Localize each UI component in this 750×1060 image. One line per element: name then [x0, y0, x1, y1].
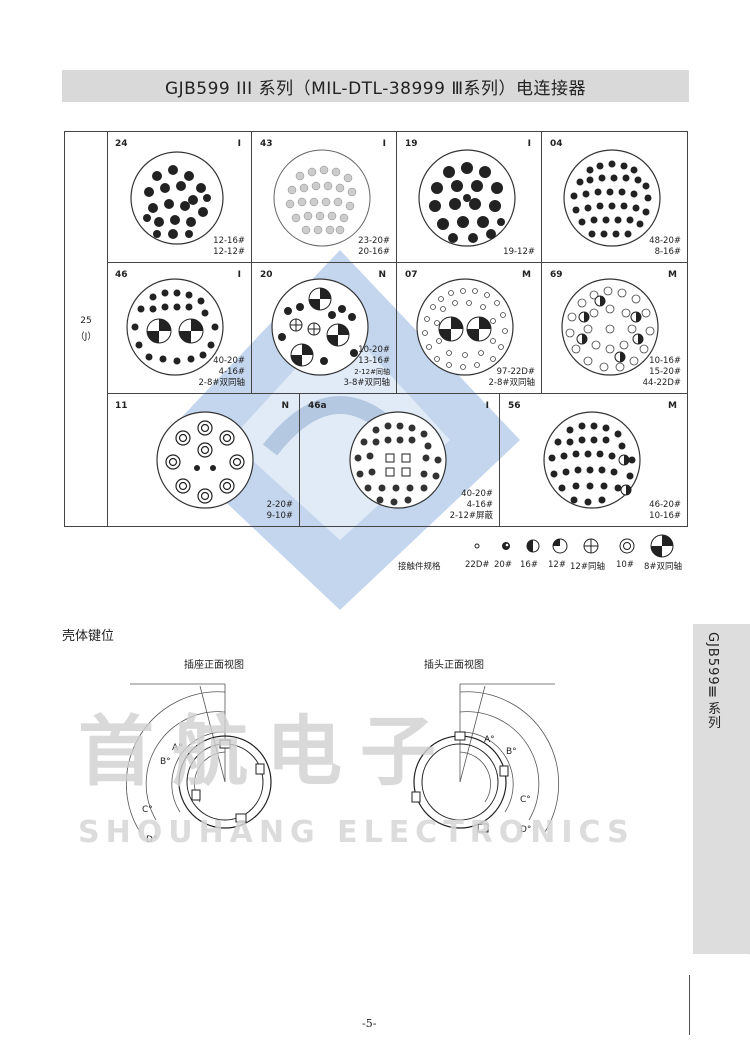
legend-item: 20#	[494, 560, 512, 570]
insert-face-43	[273, 149, 371, 247]
contact-20-icon	[502, 542, 510, 550]
shell-size-label: 25 （J）	[65, 132, 108, 526]
key-label-d: D°	[146, 835, 157, 845]
watermark-en: SHOUHANG ELECTRONICS	[78, 815, 635, 850]
insert-face-04	[563, 149, 661, 247]
plug-view-title: 插头正面视图	[424, 660, 484, 671]
receptacle-keying-diagram: A° B° C° D°	[126, 683, 272, 845]
legend-item: 16#	[520, 560, 538, 570]
insert-class: I	[382, 139, 386, 149]
shell-size: 25	[80, 316, 92, 326]
key-label-b: B°	[160, 757, 171, 767]
legend-item: 12#	[548, 560, 566, 570]
divider	[689, 975, 690, 1035]
insert-face-07	[416, 278, 514, 376]
insert-face-19	[418, 149, 516, 247]
insert-code: 07	[405, 270, 418, 280]
insert-face-11	[156, 411, 254, 509]
page-number: -5-	[362, 1017, 377, 1030]
side-tab-corner	[693, 900, 750, 955]
receptacle-view-title: 插座正面视图	[184, 660, 244, 671]
insert-spec: 19-12#	[503, 247, 535, 257]
insert-code: 19	[405, 139, 418, 149]
side-tab-label: GJB599Ⅲ系列	[705, 632, 720, 730]
insert-class: M	[668, 270, 677, 280]
insert-code: 46	[115, 270, 128, 280]
insert-code: 46a	[308, 401, 327, 411]
insert-class: I	[485, 401, 489, 411]
key-label-a: A°	[172, 743, 183, 753]
insert-cell-46a: 46a I 40-20#4-16#2-12#屏蔽	[300, 394, 500, 527]
insert-face-46	[126, 278, 224, 376]
key-label-b: B°	[506, 747, 517, 757]
insert-code: 11	[115, 401, 128, 411]
legend-item: 12#同轴	[570, 562, 605, 572]
insert-class: M	[668, 401, 677, 411]
insert-face-46a	[349, 411, 447, 509]
insert-cell-19: 19 I 19-12#	[397, 132, 542, 263]
insert-spec: 40-20#4-16#2-12#屏蔽	[449, 489, 493, 521]
contact-22d-icon	[474, 543, 480, 549]
insert-code: 04	[550, 139, 563, 149]
insert-cell-04: 04 48-20#8-16#	[542, 132, 687, 263]
key-label-c: C°	[142, 805, 153, 815]
contact-12-coax-icon	[583, 538, 599, 554]
insert-spec: 48-20#8-16#	[649, 236, 681, 257]
insert-spec: 12-16#12-12#	[213, 236, 245, 257]
insert-spec: 46-20#10-16#	[649, 500, 681, 521]
contact-8-twinax-icon	[650, 534, 674, 558]
insert-cell-07: 07 M 97-22D#2-8#双同轴	[397, 263, 542, 394]
contact-10-icon	[619, 538, 635, 554]
legend-label: 接触件规格	[398, 562, 441, 572]
insert-code: 20	[260, 270, 273, 280]
insert-spec: 23-20#20-16#	[358, 236, 390, 257]
plug-keying-diagram: A° B° C° D°	[411, 683, 559, 835]
insert-cell-46: 46 I 40-20#4-16#2-8#双同轴	[107, 263, 252, 394]
insert-spec: 10-16#15-20#44-22D#	[642, 356, 681, 388]
insert-code: 24	[115, 139, 128, 149]
insert-class: N	[378, 270, 386, 280]
key-label-c: C°	[520, 795, 531, 805]
insert-class: M	[522, 270, 531, 280]
insert-spec: 2-20#9-10#	[266, 500, 293, 521]
section-title: 壳体键位	[62, 629, 115, 644]
insert-face-24	[130, 151, 224, 245]
watermark-cn: 首航电子	[78, 707, 454, 796]
insert-class: I	[237, 139, 241, 149]
insert-cell-43: 43 I 23-20#20-16#	[252, 132, 397, 263]
insert-class: N	[281, 401, 289, 411]
insert-face-56	[543, 411, 641, 509]
insert-spec: 40-20#4-16#2-8#双同轴	[198, 356, 245, 388]
page-title: GJB599 III 系列（MIL-DTL-38999 Ⅲ系列）电连接器	[62, 70, 689, 102]
legend-item: 8#双同轴	[644, 562, 683, 572]
shell-code: （J）	[75, 332, 97, 342]
contact-16-icon	[526, 539, 540, 553]
insert-code: 56	[508, 401, 521, 411]
side-tab	[693, 624, 750, 954]
insert-cell-56: 56 M 46-20#10-16#	[500, 394, 687, 527]
key-label-d: D°	[520, 825, 531, 835]
insert-cell-11: 11 N 2-20#9-10#	[107, 394, 300, 527]
insert-cell-69: 69 M 10-16#15-20#44-22D#	[542, 263, 687, 394]
legend-item: 10#	[616, 560, 634, 570]
insert-code: 43	[260, 139, 273, 149]
insert-code: 69	[550, 270, 563, 280]
insert-face-20	[271, 278, 369, 376]
legend-item: 22D#	[465, 560, 490, 570]
insert-cell-24: 24 I 12-16#12-12#	[107, 132, 252, 263]
insert-class: I	[237, 270, 241, 280]
insert-face-69	[561, 278, 659, 376]
insert-arrangement-table: 25 （J） 24 I 12-16#12-12# 43 I	[64, 131, 688, 527]
insert-spec: 97-22D#2-8#双同轴	[488, 367, 535, 388]
contact-legend: 接触件规格 22D# 20# 16# 12# 12#同轴 10# 8#双同轴	[398, 534, 690, 578]
contact-12-icon	[552, 538, 568, 554]
key-label-a: A°	[484, 735, 495, 745]
insert-class: I	[527, 139, 531, 149]
